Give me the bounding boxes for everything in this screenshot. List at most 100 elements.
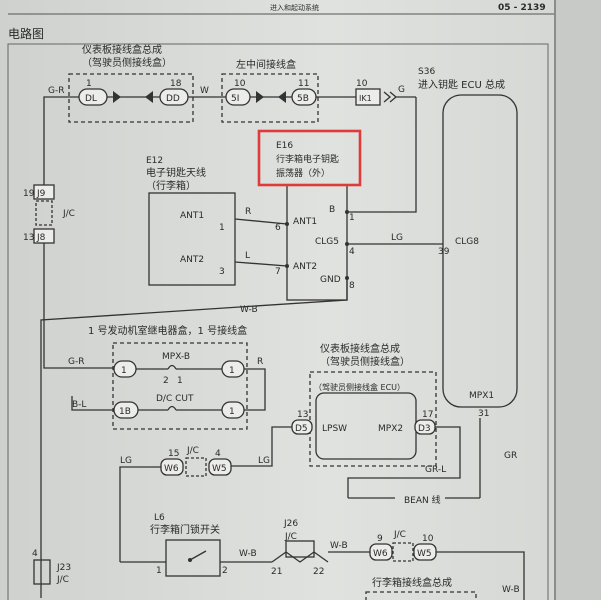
pin-mpx-right: 1 (177, 376, 183, 386)
s36-name: 进入钥匙 ECU 总成 (418, 78, 505, 91)
connector-dd-label: DD (166, 94, 180, 104)
pin-s36-mpx1: 31 (478, 409, 489, 419)
l6-code: L6 (154, 513, 165, 523)
l6-box (165, 539, 221, 577)
wire-label-wb-j26: W-B (330, 541, 348, 551)
j23-jc: J/C (56, 575, 69, 585)
pin-j26-left: 21 (271, 567, 282, 577)
pin-e16-b: 1 (349, 213, 355, 223)
bean-label: BEAN 线 (404, 494, 441, 506)
pin-e12-ant1: 1 (219, 223, 225, 233)
connector-relay-1a: 1 (121, 366, 127, 376)
pin-e16-clg5: 4 (349, 247, 355, 257)
pin-w6a: 15 (168, 449, 179, 459)
connector-d3: D3 (418, 424, 431, 434)
e16-code: E16 (276, 141, 293, 151)
e12-code: E12 (146, 156, 163, 166)
pin-d5: 13 (297, 410, 308, 420)
connector-relay-1c: 1 (229, 407, 235, 417)
pin-mpx-left: 2 (163, 376, 169, 386)
pin-e16-gnd: 8 (349, 281, 355, 291)
bottom-box-title: 行李箱接线盒总成 (372, 576, 452, 589)
pin-e16-ant1: 6 (275, 223, 281, 233)
connector-ik1 (355, 88, 381, 106)
pin-e16-ant2: 7 (275, 267, 281, 277)
j23-box (33, 559, 51, 585)
page-number: 05 - 2139 (498, 3, 546, 13)
pin-l6-left: 1 (156, 566, 162, 576)
center-jb-box (221, 73, 319, 123)
wire-label-gr-mpx: GR (504, 451, 517, 461)
center-jb-title: 左中间接线盒 (236, 58, 296, 71)
signal-gnd: GND (320, 275, 341, 285)
s36-ecu-box (442, 94, 518, 408)
connector-d5: D5 (295, 424, 308, 434)
connector-j8-label: J8 (36, 233, 46, 243)
signal-mpx1: MPX1 (469, 391, 494, 401)
section-title: 进入和起动系统 (270, 3, 319, 12)
signal-e16-ant1: ANT1 (293, 217, 317, 227)
pin-s36-clg8: 39 (438, 247, 450, 257)
connector-dl-label: DL (85, 94, 97, 104)
pin-j23: 4 (32, 549, 38, 559)
jc-bottom-label: J/C (393, 530, 406, 540)
pin-l6-right: 2 (222, 566, 228, 576)
connector-j9-label: J9 (36, 189, 46, 199)
signal-e12-ant1: ANT1 (180, 211, 204, 221)
pin-w5a: 4 (215, 449, 221, 459)
connector-relay-1b: 1 (229, 366, 235, 376)
ib-top-sub: （驾驶员侧接线盒） (82, 56, 172, 69)
pin-dd: 18 (170, 79, 182, 89)
pin-dl: 1 (86, 79, 92, 89)
ib-ecu-label: （驾驶员侧接线盒 ECU） (314, 382, 405, 392)
connector-j23: J23 (56, 563, 71, 573)
connector-w6b: W6 (373, 549, 388, 559)
wire-label-r: R (245, 207, 251, 217)
wire-label-wb-l6: W-B (239, 549, 257, 559)
jc-left-label: J/C (62, 209, 75, 219)
connector-w6a: W6 (164, 464, 179, 474)
e12-line2: （行李箱） (146, 179, 196, 192)
wire-label-r-relay: R (257, 357, 263, 367)
j26-box (285, 540, 315, 558)
pin-e12-ant2: 3 (219, 267, 225, 277)
signal-e12-ant2: ANT2 (180, 255, 204, 265)
e16-highlight (257, 129, 362, 187)
e12-line1: 电子钥匙天线 (146, 166, 206, 179)
connector-ik1-label: IK1 (359, 94, 372, 103)
wire-label-lg-mid: LG (258, 456, 270, 466)
signal-mpx2: MPX2 (378, 424, 403, 434)
ib-mid-box (309, 371, 437, 467)
ib-mid-title: 仪表板接线盒总成 (320, 342, 400, 355)
signal-mpxb: MPX-B (162, 352, 190, 362)
relay-box-title: 1 号发动机室继电器盒，1 号接线盒 (88, 324, 247, 337)
pin-j9: 19 (23, 189, 35, 199)
jc-mid-label: J/C (186, 446, 199, 456)
pin-j26-right: 22 (313, 567, 324, 577)
signal-lpsw: LPSW (322, 424, 347, 434)
ib-top-title: 仪表板接线盒总成 (82, 43, 162, 56)
wire-label-lg-clg: LG (391, 233, 403, 243)
j26-jc: J/C (284, 532, 297, 542)
connector-relay-1B: 1B (119, 407, 131, 417)
wire-label-g: G (398, 85, 405, 95)
pin-5i: 10 (234, 79, 246, 89)
wire-label-w: W (200, 86, 209, 96)
wire-label-bl: B-L (72, 400, 86, 410)
e16-line2: 振荡器（外） (276, 167, 330, 179)
connector-j9 (33, 184, 55, 200)
ib-top-box (68, 73, 194, 123)
wire-label-lg-left: LG (120, 456, 132, 466)
s36-code: S36 (418, 67, 435, 77)
pin-w5b: 10 (422, 534, 434, 544)
pin-d3: 17 (422, 410, 433, 420)
wire-label-gr-relay: G-R (68, 357, 84, 367)
wire-label-wb-gnd: W-B (240, 305, 258, 315)
signal-clg8: CLG8 (455, 237, 479, 247)
relay-box (112, 342, 248, 430)
e16-line1: 行李箱电子钥匙 (276, 153, 339, 165)
connector-5i-label: 5I (231, 94, 239, 104)
wire-label-grl: GR-L (425, 465, 446, 475)
